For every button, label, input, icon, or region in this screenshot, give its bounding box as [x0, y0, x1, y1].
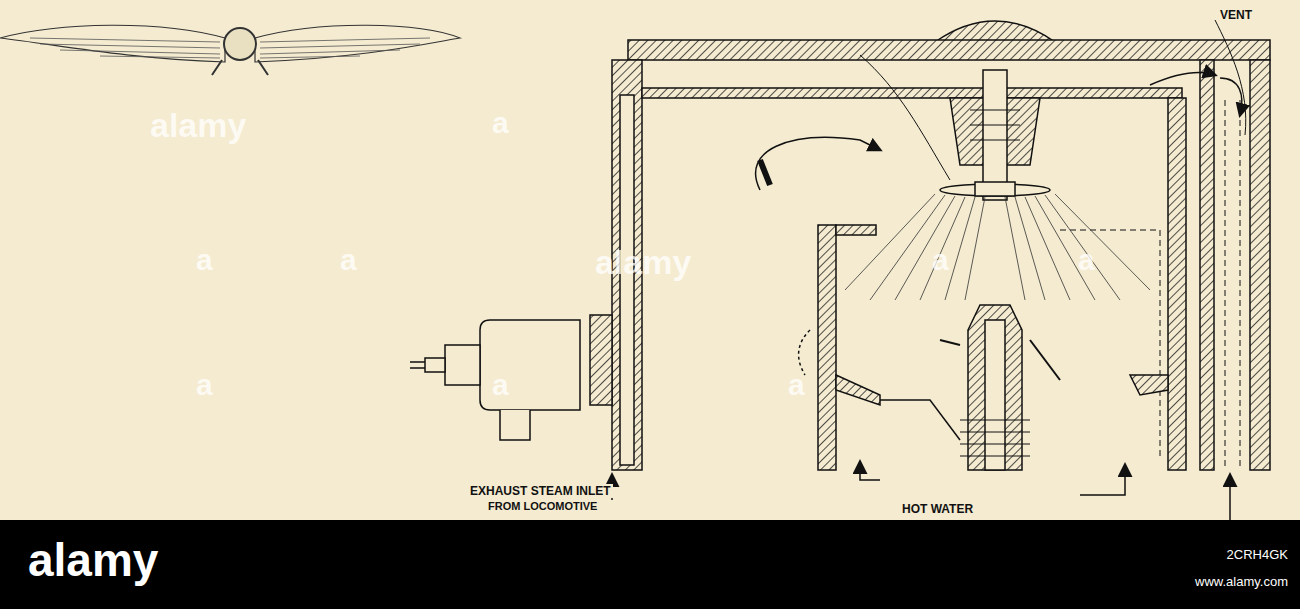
inlet-label: FROM LOCOMOTIVE [486, 500, 599, 513]
watermark: a [340, 245, 357, 275]
watermark: a [932, 245, 949, 275]
watermark: a [1078, 245, 1095, 275]
watermark: alamy [595, 245, 691, 279]
vent-label: VENT [1218, 8, 1254, 22]
heater-section [410, 20, 1270, 520]
watermark: a [788, 370, 805, 400]
watermark-bar [0, 520, 1300, 609]
image-id: 2CRH4GK [1227, 548, 1288, 561]
watermark: a [196, 245, 213, 275]
watermark: a [492, 108, 509, 138]
watermark: a [196, 370, 213, 400]
outlet-label: HOT WATER [900, 502, 975, 516]
watermark: alamy [150, 108, 246, 142]
watermark: a [492, 370, 509, 400]
winged-scarab [0, 25, 460, 75]
watermark-logo: alamy [28, 537, 158, 583]
inlet-label: EXHAUST STEAM INLET [468, 484, 613, 498]
watermark-url: www.alamy.com [1195, 575, 1288, 588]
